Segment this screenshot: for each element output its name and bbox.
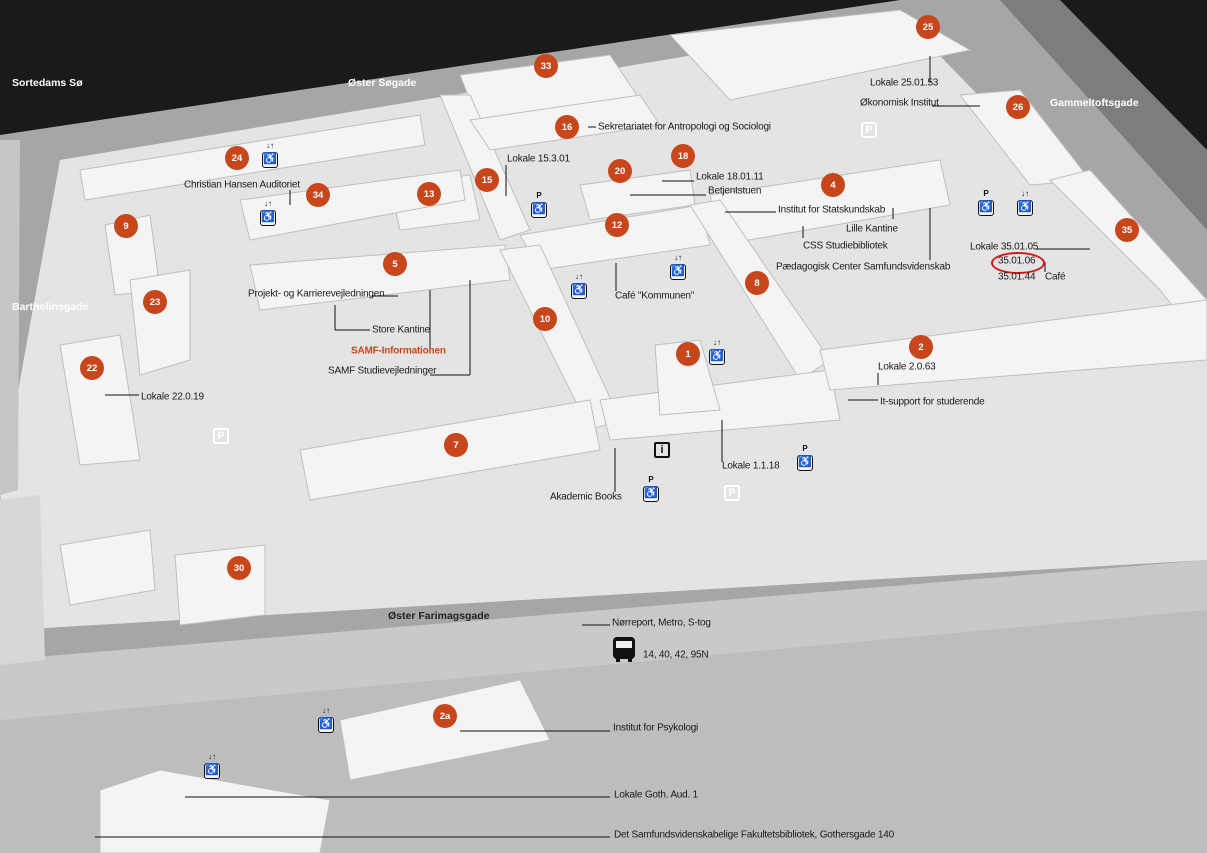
label-lokale-15: Lokale 15.3.01 — [507, 153, 570, 165]
label-it-support: It-support for studerende — [880, 396, 985, 408]
label-lokale-35-05: Lokale 35.01.05 — [970, 241, 1039, 253]
accessible-parking-icon: P♿ — [531, 191, 547, 218]
accessible-parking-icon: P♿ — [643, 475, 659, 502]
building-marker-2a[interactable]: 2a — [433, 704, 457, 728]
label-bus-lines: 14, 40, 42, 95N — [643, 649, 709, 661]
accessible-parking-icon: P♿ — [797, 444, 813, 471]
label-norreport: Nørreport, Metro, S-tog — [612, 617, 711, 629]
label-lokale-35-44: 35.01.44 — [998, 271, 1036, 283]
building-left-edge — [0, 140, 20, 495]
building-marker-33[interactable]: 33 — [534, 54, 558, 78]
label-store-kantine: Store Kantine — [372, 324, 430, 336]
label-betjentstuen: Betjentstuen — [708, 185, 762, 197]
label-lokale-18: Lokale 18.01.11 — [696, 171, 764, 183]
building-marker-9[interactable]: 9 — [114, 214, 138, 238]
parking-icon: P — [213, 428, 229, 444]
info-icon: i — [654, 442, 670, 458]
building-marker-16[interactable]: 16 — [555, 115, 579, 139]
label-lokale-2: Lokale 2.0.63 — [878, 361, 936, 373]
label-akademic-books: Akademic Books — [550, 491, 622, 503]
building-marker-35[interactable]: 35 — [1115, 218, 1139, 242]
building-marker-4[interactable]: 4 — [821, 173, 845, 197]
label-cafe: Café — [1045, 271, 1066, 283]
wheelchair-elevator-icon: ↓↑♿ — [1017, 189, 1033, 216]
label-okonomisk-institut: Økonomisk Institut — [860, 97, 939, 109]
building-marker-23[interactable]: 23 — [143, 290, 167, 314]
road-gammeltoftsgade — [1000, 0, 1207, 230]
wheelchair-elevator-icon: ↓↑♿ — [670, 253, 686, 280]
label-goth-aud: Lokale Goth. Aud. 1 — [614, 789, 699, 801]
building-marker-30[interactable]: 30 — [227, 556, 251, 580]
building-marker-20[interactable]: 20 — [608, 159, 632, 183]
wheelchair-elevator-icon: ↓↑♿ — [709, 338, 725, 365]
highlight-circle — [991, 252, 1045, 274]
label-css-studiebibliotek: CSS Studiebibliotek — [803, 240, 888, 252]
building-marker-13[interactable]: 13 — [417, 182, 441, 206]
label-paedagogisk-center: Pædagogisk Center Samfundsvidenskab — [776, 261, 951, 273]
building-marker-25[interactable]: 25 — [916, 15, 940, 39]
label-samf-informationen: SAMF-Informationen — [351, 345, 446, 357]
label-statskundskab: Institut for Statskundskab — [778, 204, 886, 216]
street-gammeltoftsgade: Gammeltoftsgade — [1050, 97, 1139, 109]
label-christian-hansen: Christian Hansen Auditoriet — [184, 179, 300, 191]
building-marker-22[interactable]: 22 — [80, 356, 104, 380]
building-marker-7[interactable]: 7 — [444, 433, 468, 457]
street-bartholinsgade: Bartholinsgade — [12, 301, 89, 313]
leader-lines — [95, 56, 1090, 838]
label-sekretariatet: Sekretariatet for Antropologi og Sociolo… — [598, 121, 771, 133]
label-cafe-kommunen: Café "Kommunen" — [615, 290, 695, 302]
building-marker-8[interactable]: 8 — [745, 271, 769, 295]
building-marker-24[interactable]: 24 — [225, 146, 249, 170]
building-marker-26[interactable]: 26 — [1006, 95, 1030, 119]
building-marker-10[interactable]: 10 — [533, 307, 557, 331]
street-sortedams-so: Sortedams Sø — [12, 77, 83, 89]
building-marker-12[interactable]: 12 — [605, 213, 629, 237]
wheelchair-elevator-icon: ↓↑♿ — [571, 272, 587, 299]
building-marker-15[interactable]: 15 — [475, 168, 499, 192]
lower-street — [0, 560, 1207, 720]
label-projekt-karriere: Projekt- og Karrierevejledningen — [248, 288, 385, 300]
label-lille-kantine: Lille Kantine — [846, 223, 898, 235]
label-fakultetsbibliotek: Det Samfundsvidenskabelige Fakultetsbibl… — [614, 829, 894, 841]
label-lokale-25: Lokale 25.01.53 — [870, 77, 939, 89]
parking-icon: P — [724, 485, 740, 501]
building-marker-2[interactable]: 2 — [909, 335, 933, 359]
street-oster-sogade: Øster Søgade — [348, 77, 417, 89]
street-oster-farimagsgade: Øster Farimagsgade — [388, 610, 490, 622]
accessible-parking-icon: P♿ — [978, 189, 994, 216]
building-marker-18[interactable]: 18 — [671, 144, 695, 168]
building-marker-5[interactable]: 5 — [383, 252, 407, 276]
label-lokale-22: Lokale 22.0.19 — [141, 391, 204, 403]
building-marker-1[interactable]: 1 — [676, 342, 700, 366]
label-samf-studievejledninger: SAMF Studievejledninger — [328, 365, 437, 377]
label-institut-psykologi: Institut for Psykologi — [613, 722, 699, 734]
label-lokale-1: Lokale 1.1.18 — [722, 460, 780, 472]
wheelchair-elevator-icon: ↓↑♿ — [262, 141, 278, 168]
bus-icon — [613, 637, 635, 662]
building-marker-34[interactable]: 34 — [306, 183, 330, 207]
wheelchair-elevator-icon: ↓↑♿ — [204, 752, 220, 779]
parking-icon: P — [861, 122, 877, 138]
wheelchair-elevator-icon: ↓↑♿ — [318, 706, 334, 733]
lower-ground — [0, 595, 1207, 853]
wheelchair-elevator-icon: ↓↑♿ — [260, 199, 276, 226]
